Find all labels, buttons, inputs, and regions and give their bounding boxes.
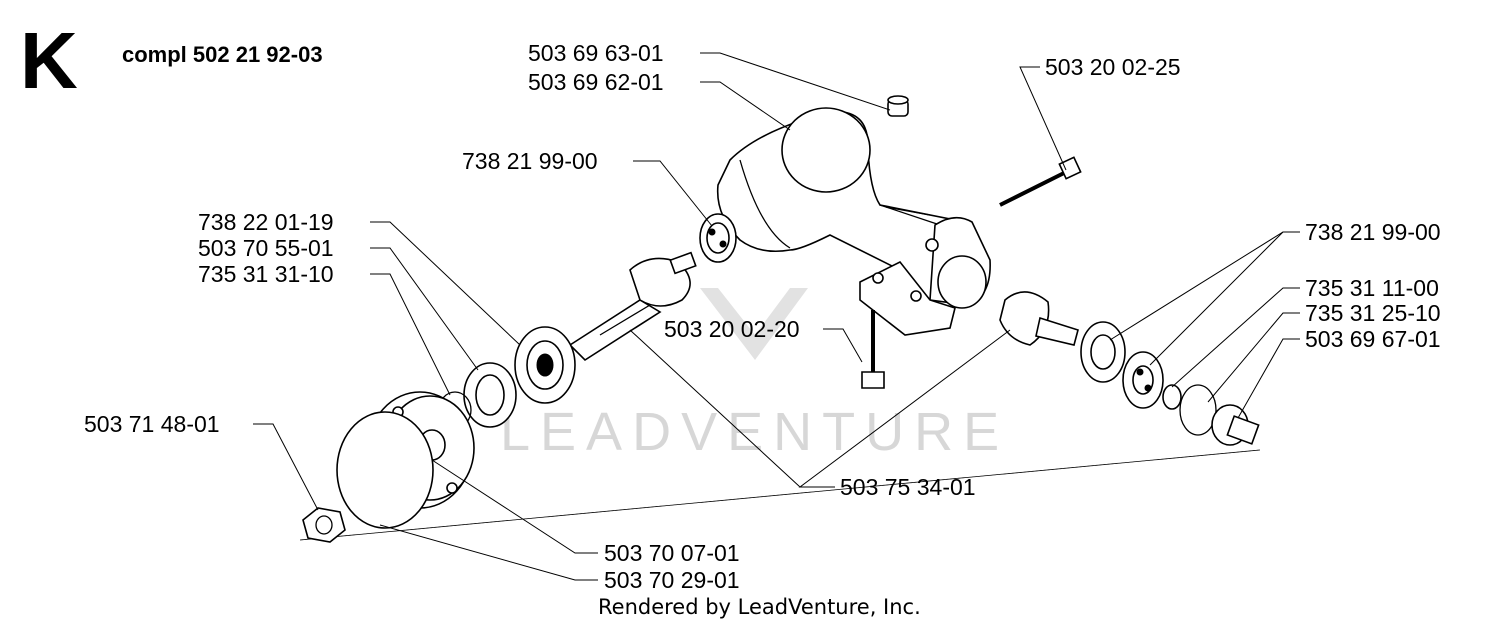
callout-label: 503 70 55-01 — [198, 235, 334, 261]
callout-label: 738 21 99-00 — [462, 148, 598, 174]
callout-label: 738 22 01-19 — [198, 209, 334, 235]
drive-shaft-part — [568, 251, 697, 362]
right-ring-part — [1162, 384, 1217, 436]
callout-label: 735 31 31-10 — [198, 261, 334, 287]
callout-label: 503 71 48-01 — [84, 411, 220, 437]
watermark-logo-icon — [700, 288, 808, 360]
callout-label: 503 70 29-01 — [604, 567, 740, 593]
assembly-number: compl 502 21 92-03 — [122, 42, 323, 67]
callout-label: 503 69 63-01 — [528, 40, 664, 66]
flange-part — [336, 391, 475, 529]
callout-label: 735 31 11-00 — [1305, 275, 1439, 301]
plug-part — [887, 95, 909, 117]
clamp-screw-part — [999, 156, 1082, 207]
flange-screw-part — [861, 310, 885, 389]
callout-label: 735 31 25-10 — [1305, 300, 1441, 326]
assembly-axis — [299, 449, 1261, 541]
callout-label: 503 75 34-01 — [840, 474, 976, 500]
callout-label: 503 20 02-20 — [664, 316, 800, 342]
callout-label: 503 69 67-01 — [1305, 326, 1441, 352]
callout-label: 503 70 07-01 — [604, 540, 740, 566]
gear-housing-part — [716, 107, 991, 336]
leader-lines — [253, 52, 1300, 581]
credit-text: Rendered by LeadVenture, Inc. — [598, 595, 921, 619]
bearing-upper-part — [699, 213, 737, 263]
callout-label: 503 20 02-25 — [1045, 54, 1181, 80]
watermark-text: LEADVENTURE — [500, 402, 1009, 462]
watermark: LEADVENTURE — [500, 288, 1009, 462]
callout-labels: 503 69 63-01 503 69 62-01 503 20 02-25 7… — [84, 40, 1441, 593]
callout-label: 503 69 62-01 — [528, 69, 664, 95]
bearing-left-part — [514, 326, 576, 404]
section-letter: K — [20, 16, 78, 105]
nut-part — [302, 507, 346, 543]
bearing-right-part — [1080, 321, 1164, 409]
bevel-gear-part — [999, 291, 1079, 346]
callout-label: 738 21 99-00 — [1305, 219, 1441, 245]
right-bushing-part — [1211, 404, 1260, 446]
